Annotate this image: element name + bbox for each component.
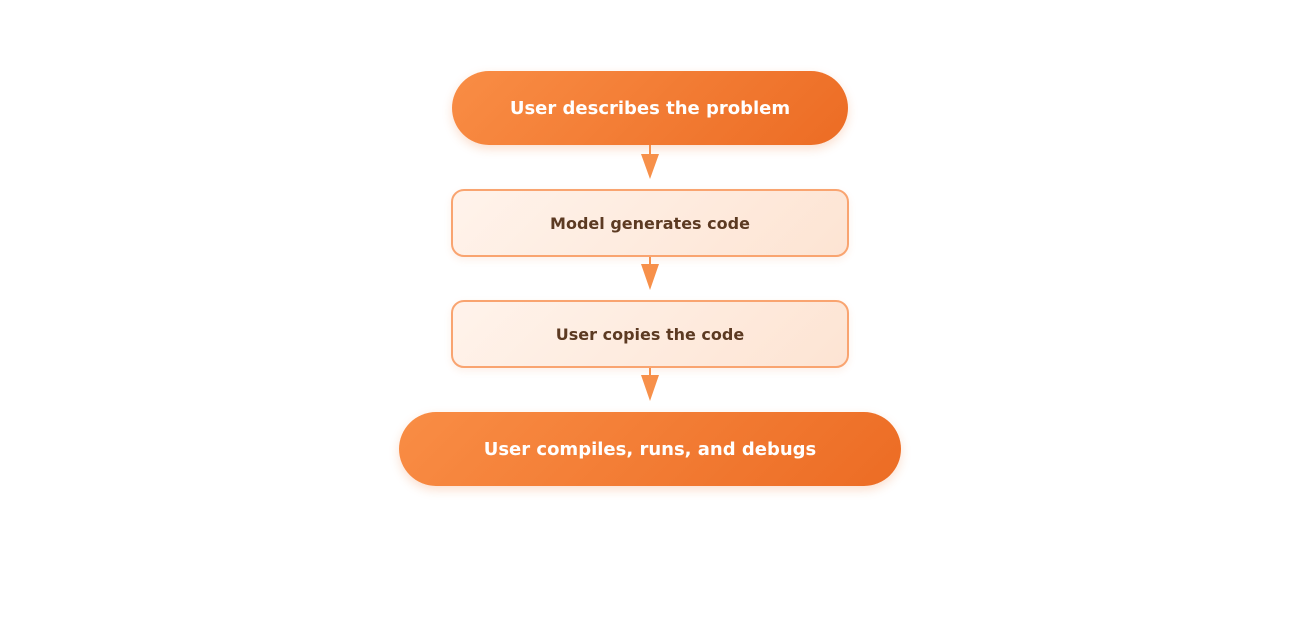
generate-code-node-label: Model generates code (550, 213, 750, 233)
start-node-label: User describes the problem (509, 97, 791, 119)
end-node: User compiles, runs, and debugs (399, 412, 901, 486)
arrow-generate-to-copy (641, 257, 659, 290)
end-node-label: User compiles, runs, and debugs (483, 438, 817, 460)
arrow-start-to-generate (641, 145, 659, 179)
copy-code-node-label: User copies the code (555, 324, 745, 344)
generate-code-node: Model generates code (451, 189, 849, 257)
copy-code-node: User copies the code (451, 300, 849, 368)
arrow-copy-to-end (641, 368, 659, 401)
start-node: User describes the problem (452, 71, 848, 145)
